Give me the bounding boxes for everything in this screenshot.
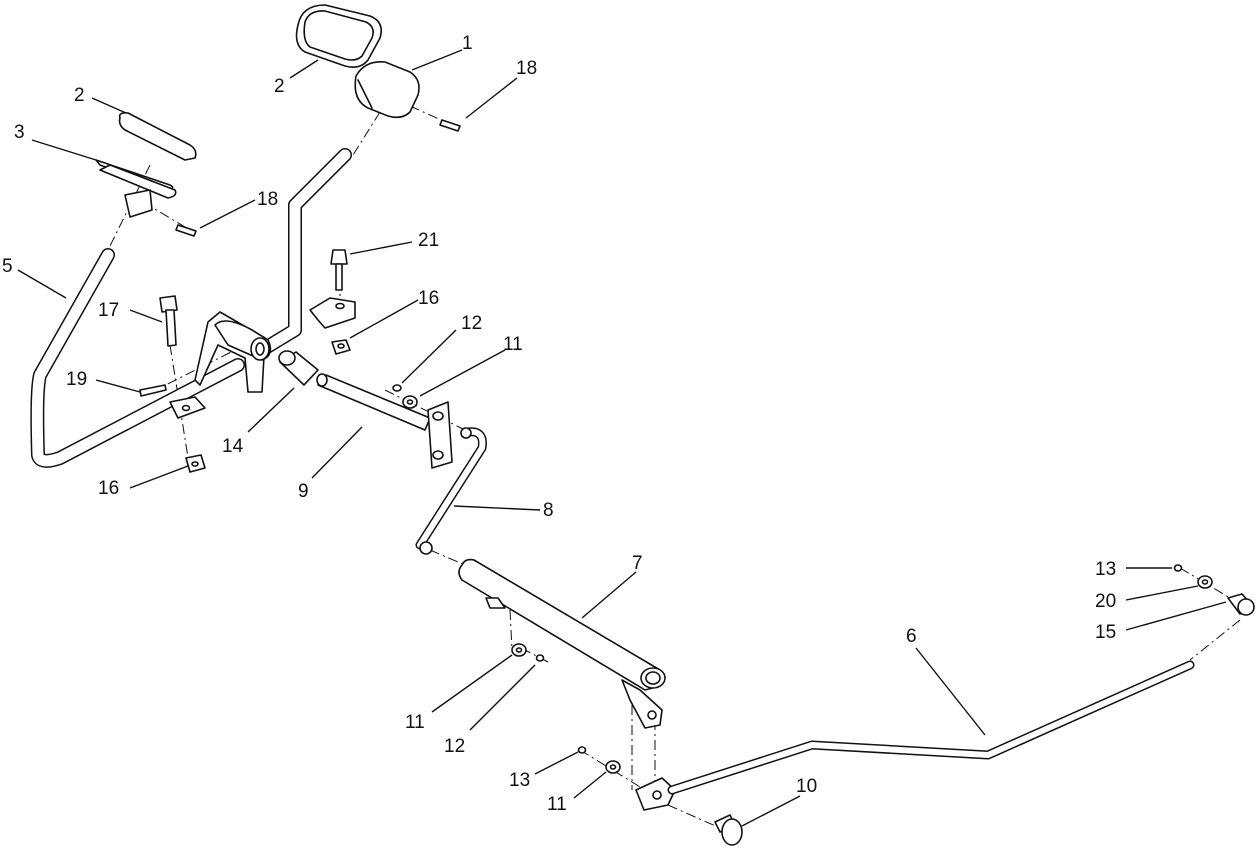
cross-tube-7 — [458, 558, 666, 729]
callout-5: 5 — [2, 256, 13, 277]
clevis-pin-10 — [714, 814, 743, 846]
callout-12-middle: 12 — [444, 736, 465, 757]
callout-2-right: 2 — [274, 76, 285, 97]
callout-11-upper: 11 — [503, 334, 523, 355]
callout-16-upper: 16 — [418, 288, 439, 309]
callout-14: 14 — [222, 436, 244, 457]
shaft-9 — [316, 373, 453, 469]
clip-13-right — [1173, 564, 1183, 572]
callout-12-upper: 12 — [461, 313, 482, 334]
callout-11-lower: 11 — [547, 794, 567, 815]
callout-18-right: 18 — [516, 58, 537, 79]
bolt-17 — [159, 295, 178, 347]
pedal-plate-left — [95, 159, 177, 218]
pedal-body-right — [354, 60, 420, 119]
washer-11-upper — [402, 395, 418, 409]
pin-18-left — [175, 224, 197, 237]
callout-10: 10 — [796, 776, 817, 797]
callout-1: 1 — [462, 33, 473, 54]
clip-13-lower — [577, 746, 587, 754]
washer-20 — [1197, 575, 1213, 589]
pedal-arm-left — [30, 248, 245, 468]
pedal-pad-right — [295, 4, 383, 68]
pin-19 — [139, 384, 167, 397]
bushing-14 — [278, 350, 319, 386]
clip-12-upper — [392, 384, 402, 392]
callout-labels: 1 2 18 2 3 18 5 21 16 17 12 11 19 14 16 … — [2, 33, 1116, 815]
pin-18-right — [439, 119, 461, 132]
callout-20: 20 — [1095, 591, 1116, 612]
pivot-bracket — [194, 311, 272, 393]
pedal-arm-right — [255, 148, 352, 357]
nut-16-upper — [331, 339, 351, 355]
callout-13-lower: 13 — [509, 770, 530, 791]
washer-11-lower — [605, 760, 621, 774]
pedal-pad-left — [118, 112, 197, 161]
callout-8: 8 — [543, 500, 554, 521]
callout-9: 9 — [298, 481, 309, 502]
bracket-tab — [309, 297, 356, 329]
bolt-21 — [330, 249, 348, 291]
callout-15: 15 — [1095, 622, 1116, 643]
plate-bracket — [169, 396, 206, 419]
callout-16-lower: 16 — [98, 478, 119, 499]
callout-19: 19 — [66, 369, 87, 390]
nut-16-lower — [185, 454, 206, 473]
callout-13-right: 13 — [1095, 559, 1116, 580]
link-rod-8 — [415, 427, 487, 555]
clip-12-middle — [535, 654, 545, 662]
swivel-15 — [1227, 593, 1255, 616]
callout-6: 6 — [906, 626, 917, 647]
callout-11-middle: 11 — [405, 712, 425, 733]
callout-21: 21 — [418, 230, 439, 251]
callout-17: 17 — [98, 300, 119, 321]
leader-lines — [17, 49, 1227, 827]
rod-6 — [667, 660, 1195, 795]
callout-7: 7 — [632, 553, 643, 574]
callout-18-left: 18 — [257, 189, 278, 210]
clevis — [635, 777, 676, 811]
washer-11-middle — [511, 643, 527, 657]
callout-2-left: 2 — [74, 85, 85, 106]
callout-3: 3 — [14, 122, 25, 143]
